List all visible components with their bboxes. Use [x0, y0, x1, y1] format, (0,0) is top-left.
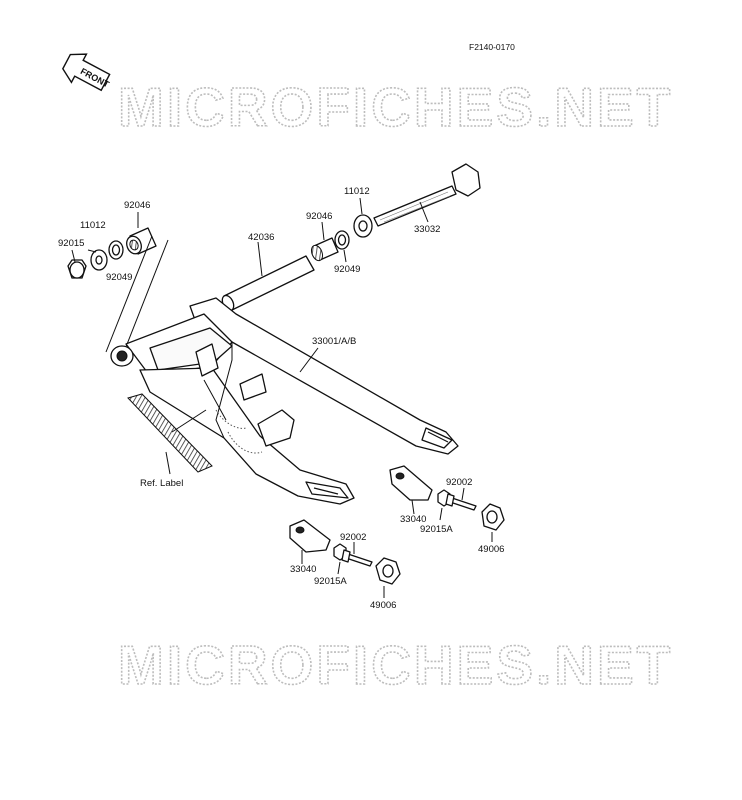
label-11012-right: 11012 — [344, 186, 370, 197]
label-92015A-right: 92015A — [420, 524, 453, 535]
label-33040-left: 33040 — [290, 564, 316, 575]
figure-code: F2140-0170 — [469, 42, 515, 52]
label-49006-left: 49006 — [370, 600, 396, 611]
label-92015-left: 92015 — [58, 238, 84, 249]
label-92046-mid: 92046 — [306, 211, 332, 222]
nut-49006-left — [375, 557, 401, 598]
left-pivot-parts — [67, 212, 169, 363]
chain-adjuster-33040-left — [289, 519, 331, 564]
label-92049-left: 92049 — [106, 272, 132, 283]
seal-92049-mid — [334, 230, 350, 263]
label-92015A-left: 92015A — [314, 576, 347, 587]
bolt-92002-left — [341, 542, 373, 567]
label-92002-left: 92002 — [340, 532, 366, 543]
watermark-top: MICROFICHES.NET — [118, 76, 673, 138]
label-33040-right: 33040 — [400, 514, 426, 525]
nut-92015-left — [67, 259, 87, 279]
bearing-92046-mid — [310, 221, 339, 262]
bearing-92046-left — [126, 227, 157, 255]
label-42036: 42036 — [248, 232, 274, 243]
seal-92049-left — [108, 240, 124, 260]
label-92046-left: 92046 — [124, 200, 150, 211]
reference-label-plate — [127, 393, 213, 475]
label-11012-left: 11012 — [80, 220, 106, 231]
label-33001: 33001/A/B — [312, 336, 356, 347]
chain-adjuster-33040-right — [389, 465, 433, 515]
front-arrow-icon: FRONT — [62, 53, 111, 92]
bolt-92002-right — [445, 487, 477, 511]
callout-line — [119, 239, 169, 363]
ref-label-text: Ref. Label — [140, 478, 183, 489]
callout-line — [105, 235, 153, 353]
label-92049-mid: 92049 — [334, 264, 360, 275]
washer-11012-left — [90, 249, 108, 271]
nut-49006-right — [481, 503, 505, 542]
watermark-bottom: MICROFICHES.NET — [118, 634, 673, 696]
label-33032: 33032 — [414, 224, 440, 235]
washer-11012-right — [353, 197, 373, 238]
label-49006-right: 49006 — [478, 544, 504, 555]
sleeve-42036 — [221, 241, 315, 312]
label-92002-right: 92002 — [446, 477, 472, 488]
pivot-bolt-33032 — [373, 163, 481, 227]
swingarm-33001 — [110, 297, 459, 505]
